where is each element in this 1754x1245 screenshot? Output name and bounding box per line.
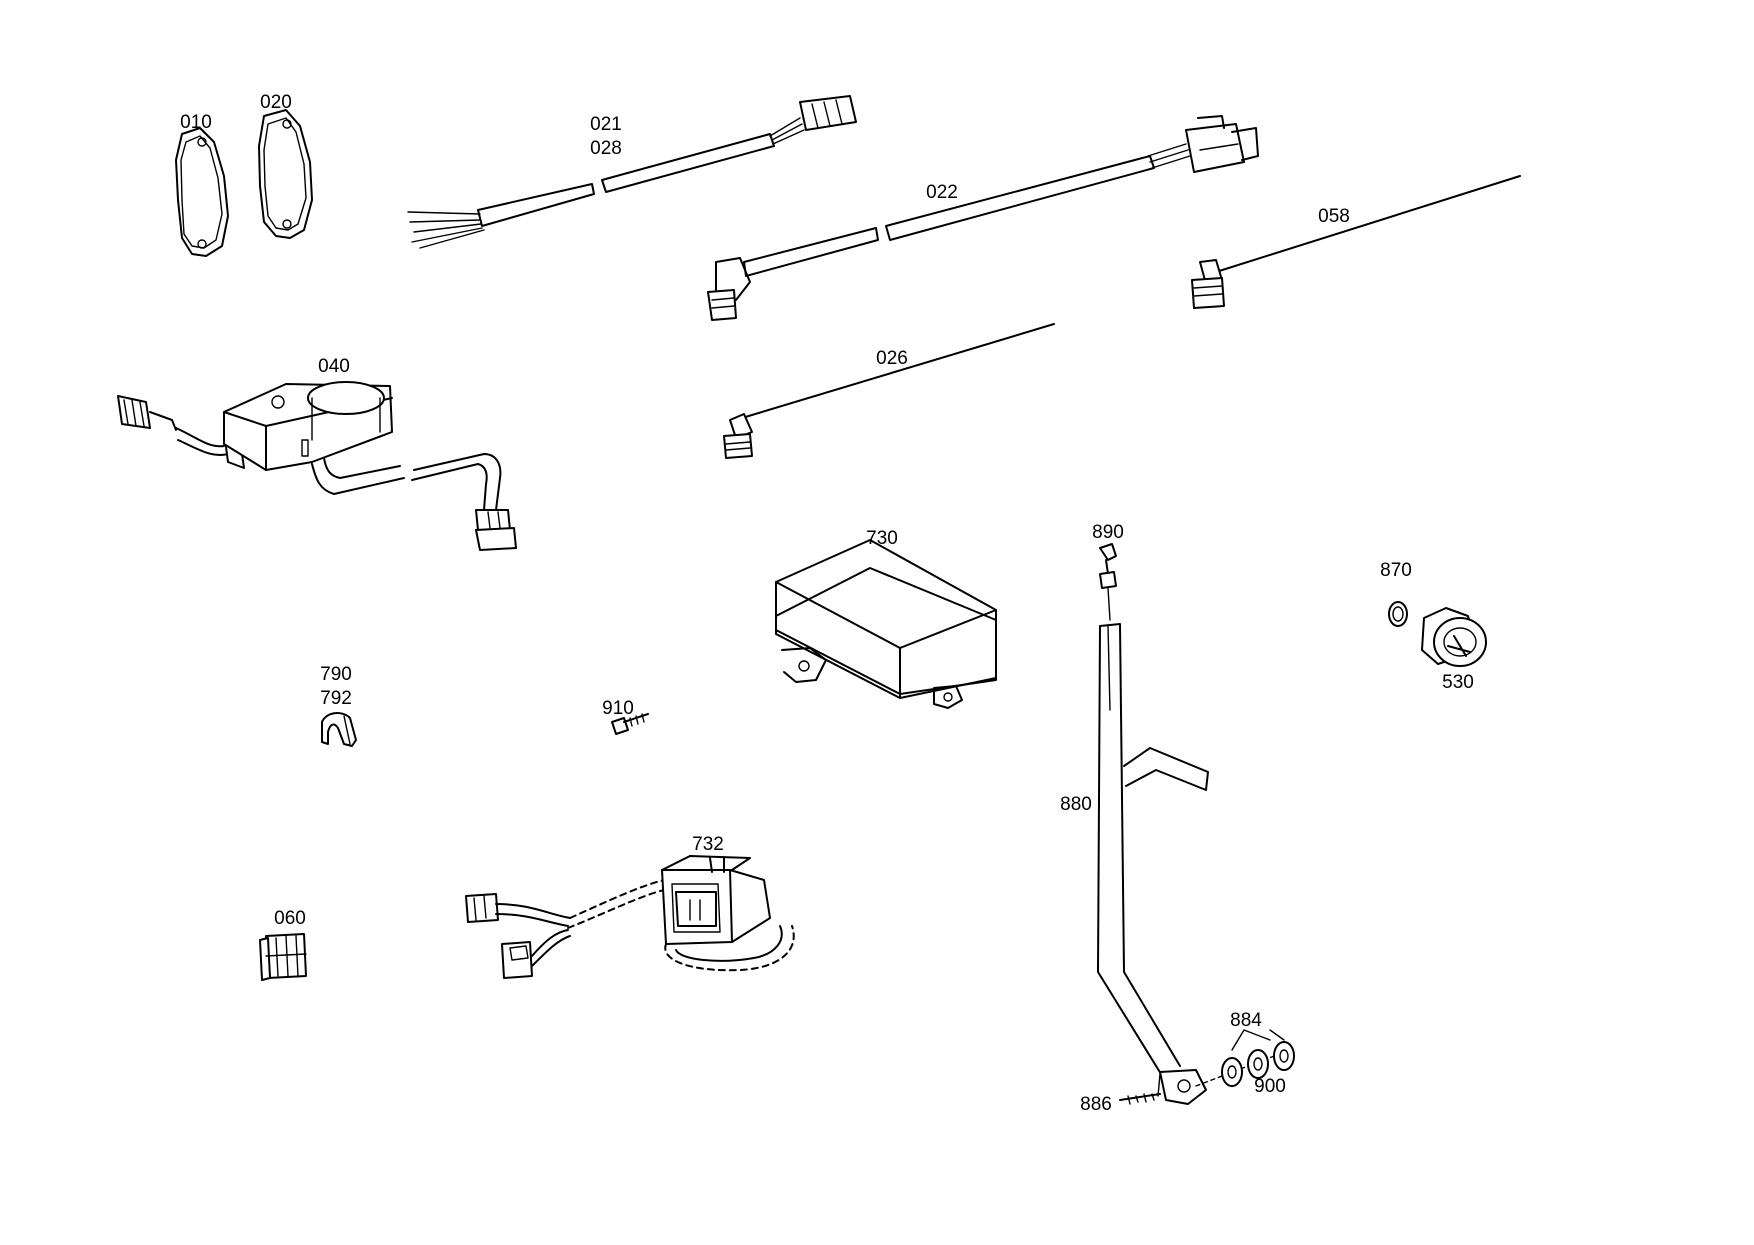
part-022-harness [707,115,1259,321]
label-060: 060 [274,908,306,929]
part-884-900-washers [1195,1029,1295,1087]
part-890-clip [1099,543,1117,621]
label-040: 040 [318,356,350,377]
label-028: 028 [590,138,622,159]
part-060-connector [259,933,307,981]
label-730: 730 [866,528,898,549]
label-870: 870 [1380,560,1412,581]
part-530-plug [1421,607,1487,667]
part-730-control-box [775,539,997,709]
label-022: 022 [926,182,958,203]
part-026-sensor [723,323,1055,459]
label-026: 026 [876,348,908,369]
label-790: 790 [320,664,352,685]
label-058: 058 [1318,206,1350,227]
label-890: 890 [1092,522,1124,543]
label-900: 900 [1254,1076,1286,1097]
part-020-gasket [258,109,313,239]
part-910-bolt [611,713,649,735]
part-040-switch [117,381,517,551]
part-870-o-ring [1388,601,1408,627]
label-884: 884 [1230,1010,1262,1031]
label-792: 792 [320,688,352,709]
part-880-rod [1097,623,1209,1105]
part-010-gasket [175,127,229,257]
part-790-792-clip [321,712,357,747]
label-020: 020 [260,92,292,113]
label-910: 910 [602,698,634,719]
part-021-028-harness [407,95,857,249]
label-880: 880 [1060,794,1092,815]
label-010: 010 [180,112,212,133]
label-530: 530 [1442,672,1474,693]
part-058-sensor [1191,175,1521,309]
part-732-relay-harness [465,855,795,979]
label-021: 021 [590,114,622,135]
part-886-screw [1119,1093,1161,1105]
label-732: 732 [692,834,724,855]
label-886: 886 [1080,1094,1112,1115]
